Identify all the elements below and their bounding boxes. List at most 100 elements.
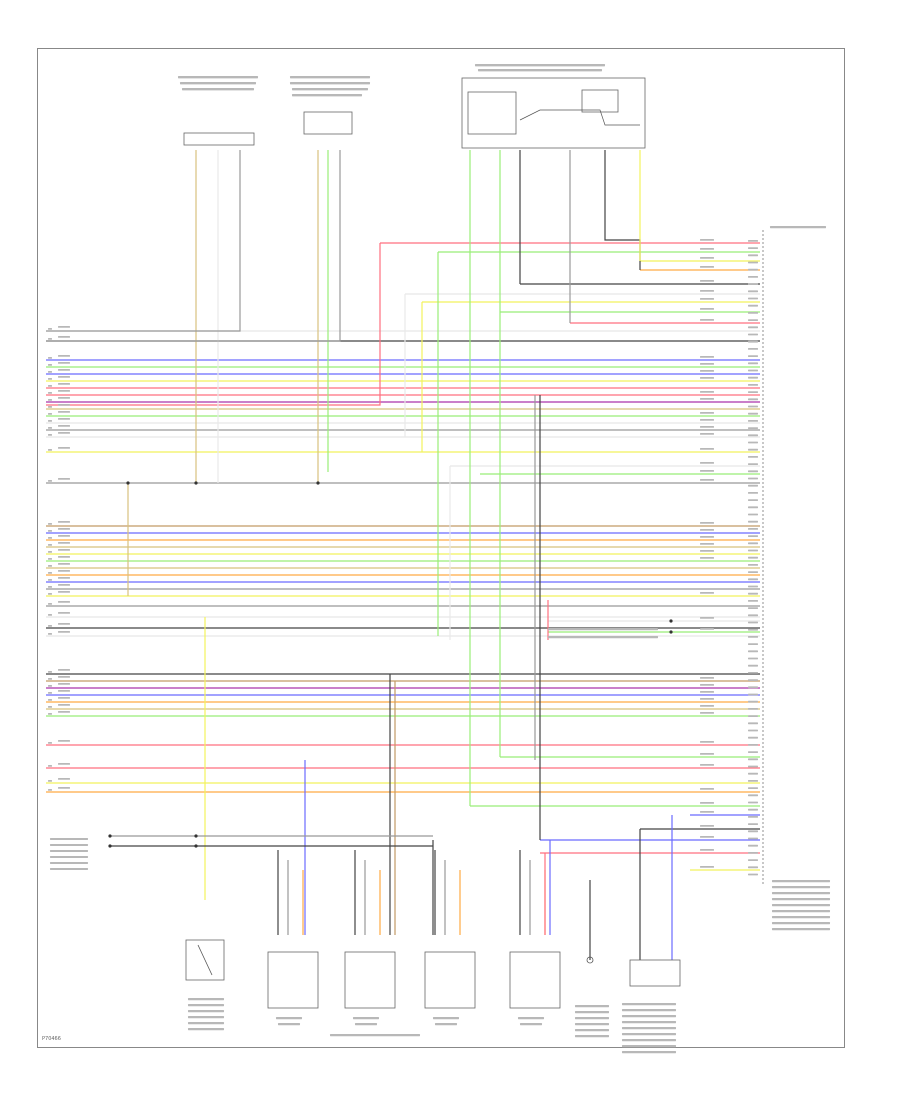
unit-caption [622, 1045, 676, 1048]
left-wire-color [58, 612, 70, 614]
pin-label [748, 405, 758, 408]
seat-switch-caption [353, 1017, 379, 1020]
right-wire-color [700, 811, 714, 813]
right-wire-color [700, 426, 714, 428]
left-wire-color [58, 336, 70, 338]
left-pin-number [48, 593, 52, 595]
pin-label [748, 376, 758, 379]
pin-label [748, 412, 758, 415]
pin-label [748, 751, 758, 753]
left-pin-number [48, 558, 52, 560]
pin-label [748, 542, 758, 545]
left-wire-color [58, 577, 70, 579]
lamp-caption [575, 1017, 609, 1020]
left-pin-number [48, 480, 52, 482]
left-pin-number [48, 713, 52, 715]
right-wire-color [700, 298, 714, 300]
lamp-caption [575, 1035, 609, 1038]
pin-label [748, 448, 758, 451]
right-wire-color [700, 529, 714, 531]
left-pin-number [48, 551, 52, 553]
pin-label [748, 679, 758, 681]
left-wire-color [58, 411, 70, 413]
left-sensor-1-title [180, 82, 256, 85]
left-sensor-2-title [290, 82, 370, 85]
left-wire-color [58, 418, 70, 420]
left-pin-number [48, 449, 52, 451]
right-wire-color [700, 239, 714, 241]
pin-label [748, 384, 758, 386]
right-module-caption [772, 898, 830, 901]
wire-sensor-1c [46, 150, 241, 332]
left-pin-number [48, 603, 52, 605]
fine-print-note [548, 636, 658, 639]
splice-dot [194, 834, 198, 838]
sensor-internal-line [519, 109, 640, 126]
right-wire-color [700, 557, 714, 559]
left-wire-color [58, 683, 70, 685]
unit-caption [622, 1051, 676, 1054]
right-module-caption [772, 892, 830, 895]
left-pin-number [48, 537, 52, 539]
left-wire-color [58, 676, 70, 678]
seat-switch-caption [355, 1023, 377, 1026]
right-wire-color [700, 849, 714, 851]
left-pin-number [48, 392, 52, 394]
right-wire-color [700, 788, 714, 790]
pin-label [748, 780, 758, 782]
buckle-switch-caption [188, 1010, 224, 1013]
right-wire-color [700, 391, 714, 393]
pin-label [748, 794, 758, 797]
pin-label [748, 434, 758, 437]
right-module-caption [772, 922, 830, 925]
pin-label [748, 708, 758, 710]
left-pin-number [48, 378, 52, 380]
left-wire-color [58, 528, 70, 530]
pin-label [748, 556, 758, 559]
right-wire-color [700, 691, 714, 693]
left-wire-color [58, 584, 70, 586]
left-pin-number [48, 420, 52, 422]
wire-red-vertical [46, 243, 381, 406]
pin-label [748, 837, 758, 840]
right-wire-color [700, 522, 714, 524]
right-wire-color [700, 617, 714, 619]
pin-label [748, 506, 758, 509]
left-wire-color [58, 397, 70, 399]
lamp-caption [575, 1005, 609, 1008]
left-wire-color [58, 787, 70, 789]
pin-label [748, 866, 758, 869]
pin-label [748, 290, 758, 293]
left-pin-number [48, 338, 52, 340]
pin-label [748, 765, 758, 768]
left-wire-color [58, 447, 70, 449]
right-module-caption [772, 886, 830, 889]
indicator-lamp [586, 956, 594, 964]
pin-label [748, 247, 758, 249]
lamp-caption [575, 1029, 609, 1032]
left-wire-color [58, 549, 70, 551]
right-module-caption [772, 916, 830, 919]
pin-label [748, 823, 758, 825]
pin-label [748, 700, 758, 703]
right-module-title [770, 226, 826, 229]
left-wire-color [58, 326, 70, 328]
pin-label [748, 427, 758, 429]
left-wire-color [58, 704, 70, 706]
right-wire-color [700, 741, 714, 743]
pin-label [748, 643, 758, 645]
right-wire-color [700, 290, 714, 292]
splice-dot [194, 844, 198, 848]
left-wire-color [58, 740, 70, 742]
unit-caption [622, 1009, 676, 1012]
right-wire-color [700, 698, 714, 700]
left-pin-number [48, 678, 52, 680]
right-wire-color [700, 433, 714, 435]
left-pin-number [48, 579, 52, 581]
pin-label [748, 801, 758, 804]
lamp-caption [575, 1023, 609, 1026]
pin-label [748, 463, 758, 465]
pin-label [748, 729, 758, 732]
left-wire-color [58, 763, 70, 765]
